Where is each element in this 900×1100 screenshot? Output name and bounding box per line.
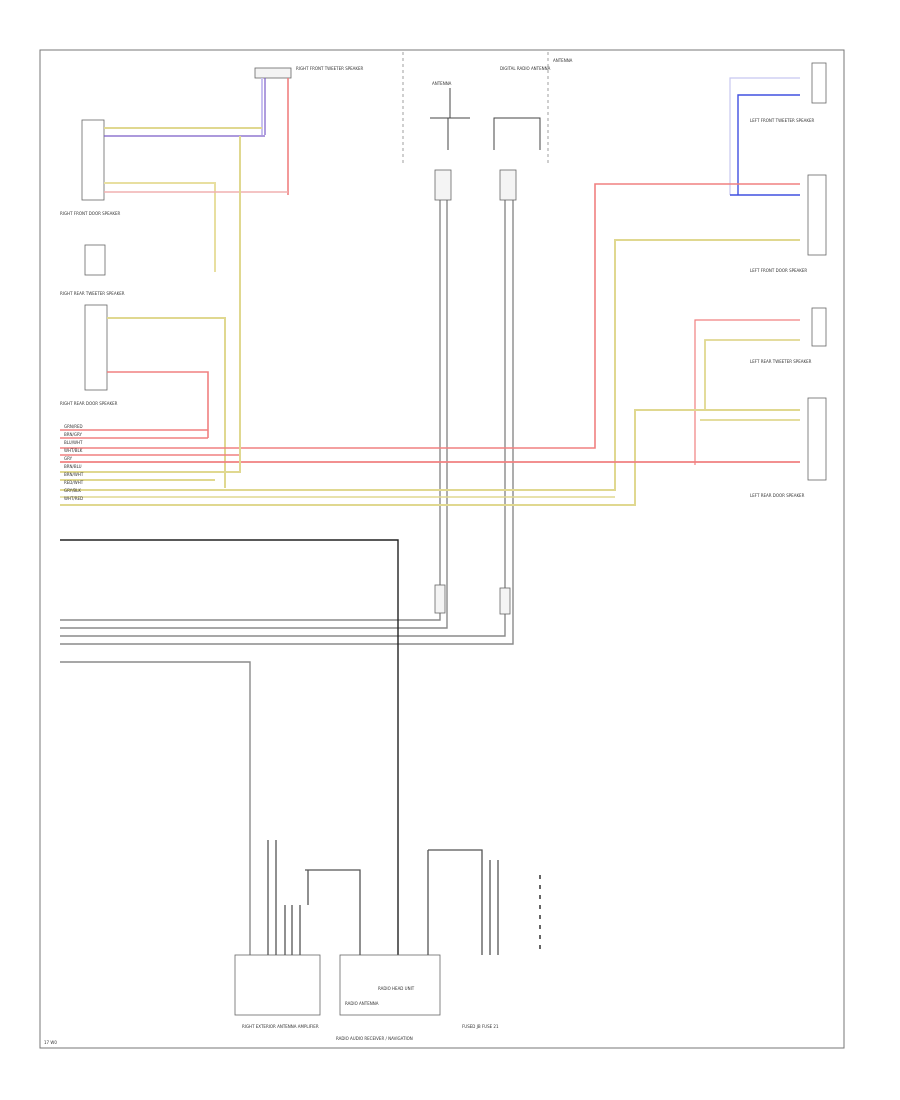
left-rear-door-speaker: LEFT REAR DOOR SPEAKER [60,397,827,506]
wire-label: RED/WHT [64,480,84,485]
antenna-b-label: DIGITAL RADIO ANTENNA [500,66,551,71]
wire-label: WHT/BLK [64,448,83,453]
wire-labels: GRN/RED BRN/GRY BLU/WHT WHT/BLK GRY BRN/… [64,424,84,501]
right-rear-door-speaker: RIGHT REAR DOOR SPEAKER [60,304,226,488]
antenna-b: DIGITAL RADIO ANTENNA [493,66,551,150]
right-rear-tweeter: RIGHT REAR TWEETER SPEAKER [60,244,125,296]
antenna-region: ANTENNA [402,52,573,165]
speaker-bus-wires [60,136,615,498]
fused-jb-label: FUSED JB FUSE 21 [462,1024,499,1029]
fused-jb: FUSED JB FUSE 21 [462,860,541,1029]
antenna-amplifier: RIGHT EXTERIOR ANTENNA AMPLIFIER [234,840,321,1029]
rf-door-speaker-label: RIGHT FRONT DOOR SPEAKER [60,211,121,216]
antenna-a-label: ANTENNA [432,81,452,86]
radio-main-label: RADIO AUDIO RECEIVER / NAVIGATION [336,1036,413,1041]
lr-tweeter-label: LEFT REAR TWEETER SPEAKER [750,359,812,364]
right-front-tweeter: RIGHT FRONT TWEETER SPEAKER [254,66,364,195]
wire-label: GRY/BLK [64,488,81,493]
lf-tweeter-label: LEFT FRONT TWEETER SPEAKER [750,118,814,123]
right-front-door-speaker: RIGHT FRONT DOOR SPEAKER [60,119,288,272]
right-front-tweeter-label: RIGHT FRONT TWEETER SPEAKER [296,66,364,71]
left-front-door-speaker: LEFT FRONT DOOR SPEAKER [60,174,827,491]
radio-antenna-label: RADIO ANTENNA [345,1001,379,1006]
diagram-frame [39,49,845,1049]
wire-label: GRN/RED [64,424,83,429]
rr-tweeter-label: RIGHT REAR TWEETER SPEAKER [60,291,125,296]
wire-label: BRN/WHT [64,472,84,477]
antenna-coax-wires [60,169,517,645]
left-rear-tweeter: LEFT REAR TWEETER SPEAKER [694,307,827,465]
wire-label: BRN/GRY [64,432,82,437]
antenna-amp-label: RIGHT EXTERIOR ANTENNA AMPLIFIER [242,1024,319,1029]
wire-label: WHT/RED [64,496,83,501]
rr-door-speaker-label: RIGHT REAR DOOR SPEAKER [60,401,118,406]
radio-module: RADIO ANTENNA RADIO HEAD UNIT RADIO AUDI… [305,849,483,1041]
footer-code: 17 W0 [44,1040,57,1045]
wire-label: GRY [64,456,73,461]
lf-door-speaker-label: LEFT FRONT DOOR SPEAKER [750,268,807,273]
control-wires [60,539,399,965]
left-front-tweeter: LEFT FRONT TWEETER SPEAKER [729,62,827,195]
wire-label: BLU/WHT [64,440,83,445]
antenna-a: ANTENNA [430,81,470,150]
wire-label: BRN/BLU [64,464,82,469]
lr-door-speaker-label: LEFT REAR DOOR SPEAKER [750,493,805,498]
antenna-section-label: ANTENNA [553,58,573,63]
radio-head-label: RADIO HEAD UNIT [378,986,415,991]
